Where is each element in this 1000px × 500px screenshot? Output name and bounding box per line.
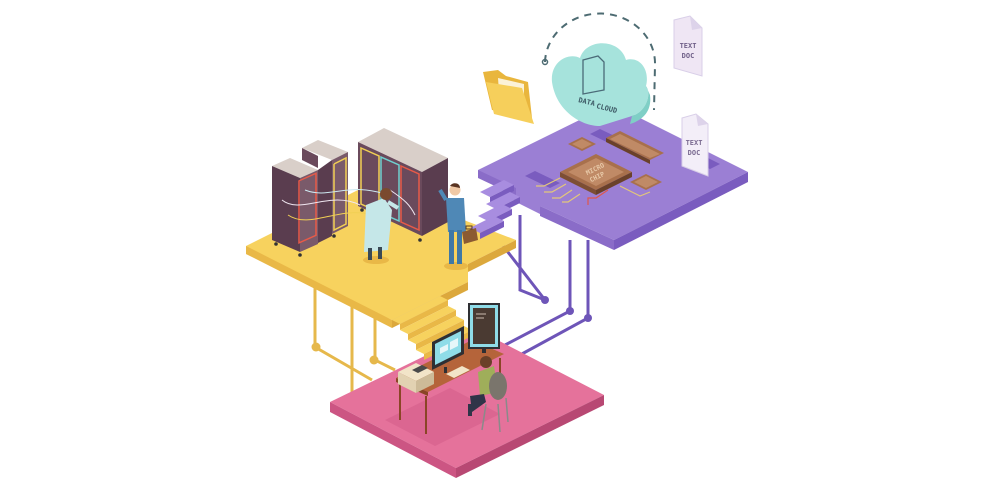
printer [398, 363, 434, 393]
small-chip-right [630, 174, 662, 190]
chip-traces [536, 177, 651, 203]
engineer-with-briefcase [438, 183, 478, 270]
text-doc-right: TEXT DOC [681, 113, 709, 177]
micro-chip: MICRO CHIP [560, 154, 632, 195]
chair [481, 372, 509, 433]
server-rack-1 [272, 158, 318, 257]
purple-wire-nodes [541, 296, 592, 322]
operator-seated [468, 356, 498, 416]
red-trace [587, 189, 609, 205]
monitor-left [432, 326, 464, 373]
svg-text:DOC: DOC [688, 149, 701, 157]
svg-text:TEXT: TEXT [680, 42, 697, 50]
folder-icon [483, 70, 534, 124]
yellow-wire-nodes [311, 342, 379, 365]
keyboard [446, 366, 470, 378]
monitor-right [468, 303, 500, 353]
document-icon [582, 55, 605, 95]
purple-connector-wires [495, 215, 590, 357]
memory-module [606, 131, 664, 164]
server-rack-2 [302, 140, 348, 243]
data-cloud: DATA CLOUD [551, 43, 651, 126]
technician-in-lab-coat [363, 188, 400, 264]
server-cables [281, 189, 416, 221]
svg-text:DOC: DOC [682, 52, 695, 60]
small-chip-top [568, 137, 596, 151]
cloud-orbit [541, 12, 657, 111]
svg-text:TEXT: TEXT [686, 139, 703, 147]
text-doc-top: TEXT DOC [673, 15, 703, 77]
purple-stairs [470, 180, 520, 239]
pink-platform [330, 330, 604, 478]
